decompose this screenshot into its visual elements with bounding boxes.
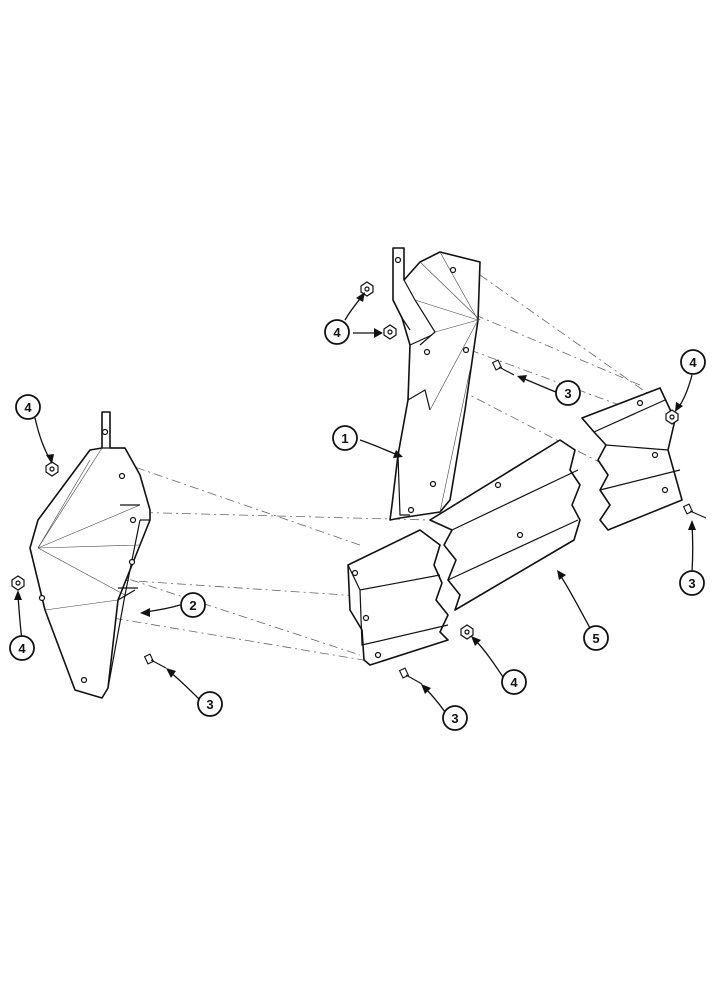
svg-text:4: 4 bbox=[18, 641, 26, 656]
callout-c3a: 3 bbox=[197, 691, 223, 717]
callout-c4a: 4 bbox=[15, 394, 41, 420]
svg-text:4: 4 bbox=[24, 400, 32, 415]
nut-icon bbox=[383, 324, 397, 340]
svg-text:3: 3 bbox=[206, 697, 213, 712]
callout-c1: 1 bbox=[332, 425, 358, 451]
svg-text:2: 2 bbox=[189, 598, 196, 613]
callout-c4c: 4 bbox=[324, 319, 350, 345]
svg-text:3: 3 bbox=[564, 386, 571, 401]
callout-c5: 5 bbox=[583, 625, 609, 651]
svg-text:4: 4 bbox=[689, 355, 697, 370]
nut-icon bbox=[460, 624, 474, 640]
svg-text:4: 4 bbox=[510, 675, 518, 690]
nut-icon bbox=[360, 281, 374, 297]
bolt-icon bbox=[398, 667, 423, 685]
part-1-upper-bracket bbox=[389, 247, 481, 521]
callout-c3b: 3 bbox=[555, 380, 581, 406]
callout-c3d: 3 bbox=[442, 705, 468, 731]
svg-text:3: 3 bbox=[688, 576, 695, 591]
callout-c4b: 4 bbox=[9, 635, 35, 661]
callout-c4d: 4 bbox=[680, 349, 706, 375]
svg-text:4: 4 bbox=[333, 325, 341, 340]
nut-icon bbox=[11, 575, 25, 591]
svg-text:5: 5 bbox=[592, 631, 599, 646]
leader-lines bbox=[14, 292, 696, 713]
part-2-left-bracket bbox=[29, 411, 151, 699]
callout-c3c: 3 bbox=[679, 570, 705, 596]
bolt-icon bbox=[682, 503, 707, 519]
nut-icon bbox=[45, 461, 59, 477]
bolt-icon bbox=[491, 359, 515, 376]
nut-icon bbox=[665, 409, 679, 425]
callout-c2: 2 bbox=[180, 592, 206, 618]
bolt-icon bbox=[143, 653, 167, 669]
bolts bbox=[143, 359, 707, 685]
part-5-channel bbox=[347, 387, 683, 666]
callout-c4e: 4 bbox=[501, 669, 527, 695]
callouts: 4 4 2 3 4 1 3 4 bbox=[9, 319, 706, 731]
svg-text:1: 1 bbox=[341, 431, 348, 446]
svg-text:3: 3 bbox=[451, 711, 458, 726]
nuts bbox=[11, 281, 679, 640]
